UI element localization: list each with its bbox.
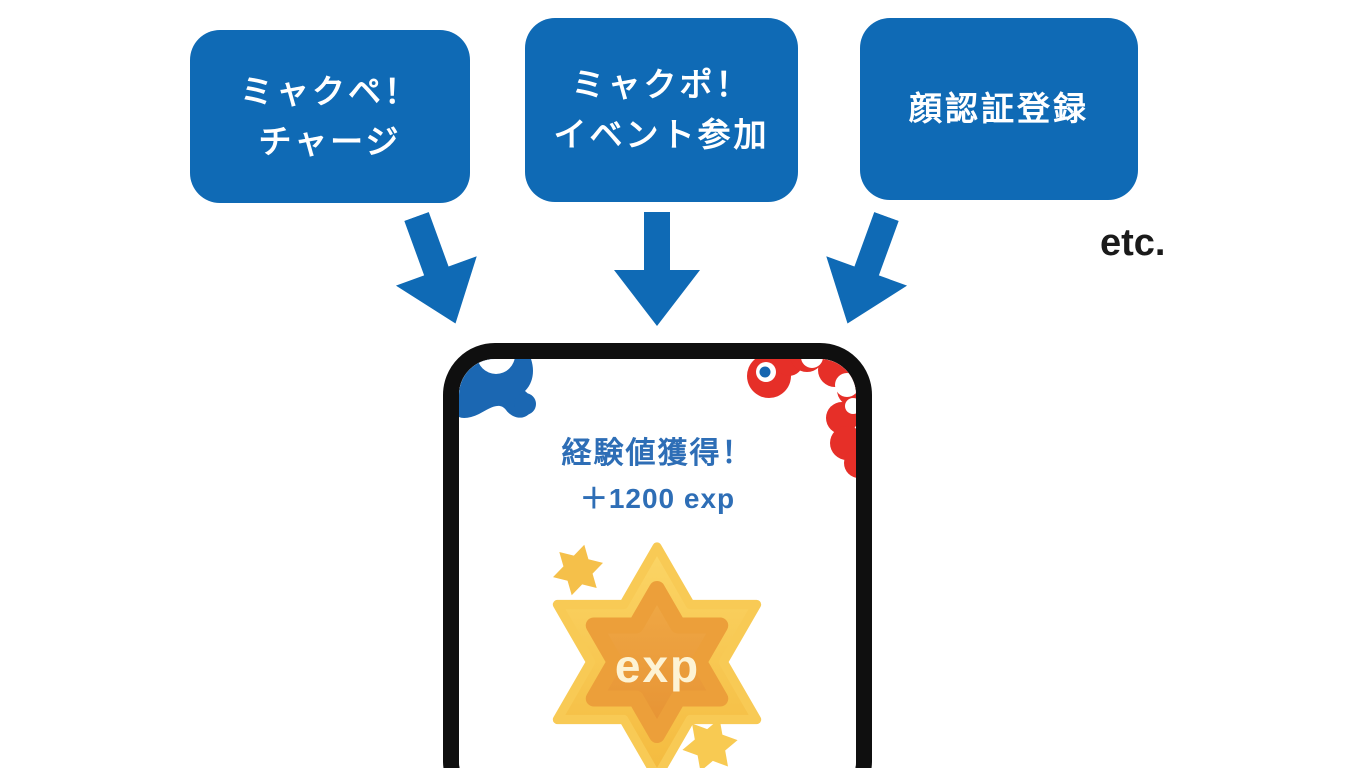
down-arrow-icon (614, 212, 700, 326)
flow-box-label: ミャクペ！ (240, 72, 420, 110)
etc-label: etc. (1100, 222, 1166, 264)
red-cells-decoration (747, 359, 856, 478)
flow-box-label: ミャクポ！ (571, 66, 752, 103)
phone-screen: 経験値獲得！ ＋1200 exp exp (459, 359, 856, 768)
flow-box-label: 顔認証登録 (909, 90, 1089, 127)
exp-gained-title: 経験値獲得！ (561, 437, 754, 470)
smartphone-mockup: 経験値獲得！ ＋1200 exp exp (443, 343, 872, 768)
flow-box-myakupo-event: ミャクポ！ イベント参加 (525, 18, 798, 202)
blue-blob-decoration (459, 359, 536, 418)
screen-decorations (459, 359, 856, 768)
flow-box-label: イベント参加 (553, 116, 770, 153)
sparkle-star-icon (549, 539, 607, 601)
down-arrow-icon (395, 211, 477, 324)
flow-box-face-registration: 顔認証登録 (860, 18, 1138, 200)
exp-gain-value: ＋1200 exp (579, 483, 736, 514)
down-arrow-icon (826, 211, 908, 324)
flow-box-label: チャージ (258, 122, 402, 160)
character-eye-icon (756, 362, 776, 382)
exp-badge-label: exp (614, 640, 701, 692)
flow-box-myakupe-charge: ミャクペ！ チャージ (190, 30, 470, 203)
